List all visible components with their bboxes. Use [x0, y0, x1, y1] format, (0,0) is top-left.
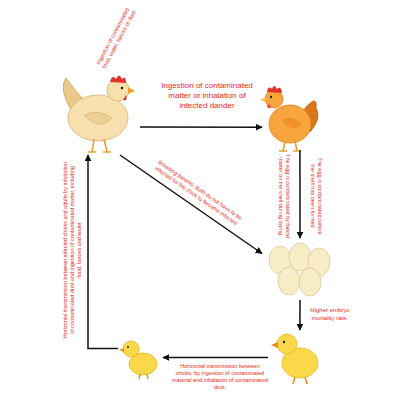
edge-label: Ingestion of contaminated matter or inha…	[155, 81, 260, 111]
transmission-arrow	[299, 150, 301, 238]
egg-clutch-node	[262, 238, 334, 300]
rooster-wattle	[267, 104, 271, 108]
chick-beak	[271, 342, 278, 348]
hen-comb	[110, 76, 126, 84]
note-label: Ingestion of contaminated food, water, f…	[94, 5, 138, 71]
hen-figure	[63, 76, 135, 153]
edge-label: Horizontal transmission between infected…	[62, 160, 83, 340]
chick-eye	[127, 346, 129, 348]
chick-eye	[283, 341, 285, 343]
chick-legs	[139, 374, 148, 379]
edge-label: Higher embryo mortality rate.	[308, 307, 352, 322]
transmission-arrow	[299, 300, 301, 330]
transmission-arrow	[163, 357, 268, 359]
rooster-eye	[270, 96, 272, 98]
chick-node	[268, 330, 323, 385]
transmission-arrow	[120, 155, 262, 254]
hen-beak	[128, 87, 135, 94]
chick-figure	[119, 341, 157, 379]
hen-legs	[88, 139, 111, 152]
rooster-figure	[260, 86, 318, 151]
rooster-comb	[267, 86, 282, 93]
chick-legs	[293, 377, 307, 384]
hen-node	[60, 70, 140, 155]
edge-label: The egg is contaminated by faecal matter…	[277, 154, 291, 238]
edge-label: Horizontal transmission between chicks, …	[172, 363, 268, 391]
hen-wing	[84, 112, 112, 124]
rooster-wing	[282, 118, 302, 128]
rooster-body	[269, 105, 311, 143]
chick-head	[277, 334, 297, 354]
egg	[278, 267, 300, 295]
rooster-beak	[260, 97, 266, 102]
chick-figure	[271, 334, 318, 384]
transmission-arrow	[140, 126, 262, 128]
chick-beak	[119, 348, 124, 352]
rooster-node	[262, 85, 317, 150]
hen-eye	[121, 87, 124, 90]
rooster-legs	[279, 141, 301, 151]
chick-head	[123, 341, 139, 357]
egg	[289, 243, 311, 271]
chick-node	[118, 335, 163, 380]
hen-body	[68, 95, 128, 141]
hen-wattle	[123, 95, 127, 100]
egg-clutch	[269, 243, 330, 296]
transmission-arrow	[88, 155, 118, 349]
egg	[299, 268, 321, 296]
edge-label: Breeding parents: Both do not have to be…	[149, 156, 247, 230]
note-label: The egg is contaminated before the shell…	[309, 155, 323, 237]
